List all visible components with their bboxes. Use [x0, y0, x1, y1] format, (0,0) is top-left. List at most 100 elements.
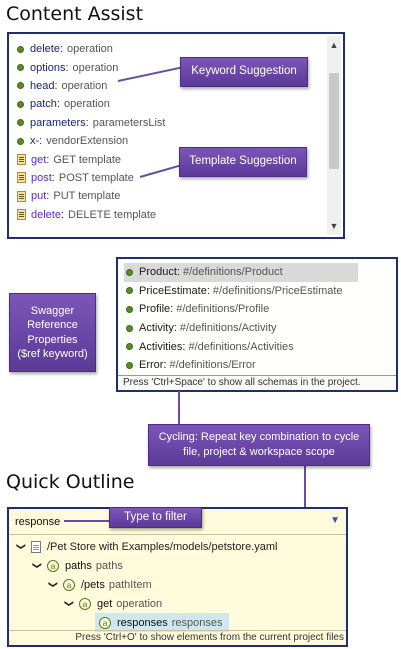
- tree-file-path: /Pet Store with Examples/models/petstore…: [47, 540, 278, 553]
- scroll-up-icon[interactable]: ▲: [329, 40, 339, 50]
- tree-row-get[interactable]: ❯ a get operation: [63, 594, 162, 613]
- scrollbar-thumb[interactable]: [329, 73, 339, 170]
- template-keyword: delete: [31, 208, 61, 221]
- scroll-down-icon[interactable]: ▼: [329, 221, 339, 231]
- proposal-keyword: x-: [30, 135, 40, 148]
- outline-filter-input[interactable]: response: [15, 516, 61, 528]
- template-desc: DELETE template: [68, 208, 157, 221]
- chevron-down-icon[interactable]: ❯: [48, 580, 59, 589]
- node-badge-icon: a: [63, 578, 75, 591]
- reference-name: PriceEstimate:: [139, 284, 210, 297]
- tree-node-label: /pets: [81, 578, 105, 591]
- reference-name: Activity:: [139, 322, 177, 335]
- outline-filter-bar[interactable]: response ▼: [9, 509, 346, 535]
- proposal-item[interactable]: x-: vendorExtension: [17, 132, 323, 150]
- reference-name: Activities:: [139, 340, 186, 353]
- proposal-keyword: parameters: [30, 116, 86, 129]
- template-item[interactable]: delete: DELETE template: [17, 206, 323, 224]
- swagger-reference-callout: Swagger Reference Properties ($ref keywo…: [9, 293, 96, 372]
- chevron-down-icon[interactable]: ❯: [64, 599, 75, 608]
- proposal-desc: vendorExtension: [46, 135, 129, 148]
- template-item[interactable]: get: GET template: [17, 150, 323, 168]
- tree-row-responses[interactable]: a responses responses: [95, 613, 229, 632]
- reference-item[interactable]: PriceEstimate: #/definitions/PriceEstima…: [124, 282, 390, 301]
- proposal-keyword: options: [30, 61, 66, 74]
- node-badge-icon: a: [99, 616, 111, 629]
- file-icon: [31, 540, 41, 553]
- proposal-keyword: head: [30, 79, 55, 92]
- proposal-desc: operation: [72, 61, 119, 74]
- proposal-dot-icon: [126, 287, 133, 295]
- outline-status-bar: Press 'Ctrl+O' to show elements from the…: [9, 630, 346, 645]
- proposal-dot-icon: [17, 137, 24, 145]
- proposal-dot-icon: [17, 119, 24, 127]
- reference-path: #/definitions/Activity: [179, 322, 277, 335]
- chevron-down-icon[interactable]: ❯: [16, 542, 27, 551]
- quick-outline-heading: Quick Outline: [6, 471, 135, 493]
- reference-item[interactable]: Activities: #/definitions/Activities: [124, 337, 390, 356]
- tree-node-type: operation: [116, 597, 163, 610]
- proposal-list[interactable]: delete: operation options: operation hea…: [17, 40, 323, 224]
- proposal-dot-icon: [126, 324, 133, 332]
- type-to-filter-callout: Type to filter: [109, 507, 202, 528]
- reference-path: #/definitions/Error: [169, 359, 256, 372]
- reference-item[interactable]: Error: #/definitions/Error: [124, 356, 390, 375]
- template-keyword: put: [31, 190, 47, 203]
- tree-row-file[interactable]: ❯ /Pet Store with Examples/models/petsto…: [15, 537, 277, 556]
- template-desc: POST template: [58, 171, 134, 184]
- template-icon: [17, 209, 26, 221]
- view-menu-icon[interactable]: ▼: [330, 515, 340, 526]
- reference-proposal-popup[interactable]: Product: #/definitions/Product PriceEsti…: [116, 257, 398, 392]
- proposal-keyword: delete: [30, 43, 60, 56]
- reference-status-bar: Press 'Ctrl+Space' to show all schemas i…: [118, 375, 396, 390]
- keyword-suggestion-callout: Keyword Suggestion: [180, 57, 308, 87]
- reference-path: #/definitions/Product: [182, 266, 283, 279]
- proposal-keyword: patch: [30, 98, 57, 111]
- chevron-down-icon[interactable]: ❯: [32, 561, 43, 570]
- node-badge-icon: a: [79, 597, 91, 610]
- reference-path: #/definitions/Activities: [188, 340, 294, 353]
- filter-callout-connector: [64, 520, 110, 522]
- reference-name: Profile:: [139, 303, 174, 316]
- template-desc: PUT template: [53, 190, 121, 203]
- proposal-desc: operation: [63, 98, 110, 111]
- tree-node-type: paths: [95, 559, 123, 572]
- reference-list[interactable]: Product: #/definitions/Product PriceEsti…: [124, 263, 390, 375]
- template-suggestion-callout: Template Suggestion: [179, 147, 307, 177]
- proposal-dot-icon: [17, 100, 24, 108]
- tree-node-label: get: [97, 597, 113, 610]
- tree-node-label: responses: [117, 616, 168, 629]
- tree-row-paths[interactable]: ❯ a paths paths: [31, 556, 123, 575]
- template-icon: [17, 154, 26, 166]
- proposal-item[interactable]: patch: operation: [17, 95, 323, 113]
- template-keyword: post: [31, 171, 52, 184]
- template-desc: GET template: [53, 153, 122, 166]
- template-icon: [17, 172, 26, 184]
- content-assist-heading: Content Assist: [6, 3, 144, 25]
- tree-node-type: pathItem: [108, 578, 152, 591]
- proposal-item[interactable]: delete: operation: [17, 40, 323, 58]
- tree-node-type: responses: [171, 616, 223, 629]
- proposal-desc: parametersList: [92, 116, 166, 129]
- proposal-dot-icon: [17, 82, 24, 90]
- proposal-scrollbar[interactable]: ▲ ▼: [327, 36, 341, 235]
- proposal-dot-icon: [126, 268, 133, 276]
- proposal-desc: operation: [61, 79, 108, 92]
- proposal-dot-icon: [17, 45, 24, 53]
- reference-item[interactable]: Activity: #/definitions/Activity: [124, 319, 390, 338]
- proposal-desc: operation: [67, 43, 113, 56]
- template-item[interactable]: put: PUT template: [17, 187, 323, 205]
- quick-outline-popup[interactable]: response ▼ ❯ /Pet Store with Examples/mo…: [7, 507, 348, 647]
- proposal-item[interactable]: parameters: parametersList: [17, 114, 323, 132]
- reference-path: #/definitions/Profile: [176, 303, 270, 316]
- template-item[interactable]: post: POST template: [17, 169, 323, 187]
- reference-item[interactable]: Profile: #/definitions/Profile: [124, 300, 390, 319]
- tree-row-pets[interactable]: ❯ a /pets pathItem: [47, 575, 152, 594]
- reference-path: #/definitions/PriceEstimate: [212, 284, 343, 297]
- proposal-item[interactable]: head: operation: [17, 77, 323, 95]
- cycling-callout: Cycling: Repeat key combination to cycle…: [148, 424, 370, 466]
- proposal-dot-icon: [126, 305, 133, 313]
- proposal-item[interactable]: options: operation: [17, 58, 323, 76]
- reference-item[interactable]: Product: #/definitions/Product: [124, 263, 358, 282]
- node-badge-icon: a: [47, 559, 59, 572]
